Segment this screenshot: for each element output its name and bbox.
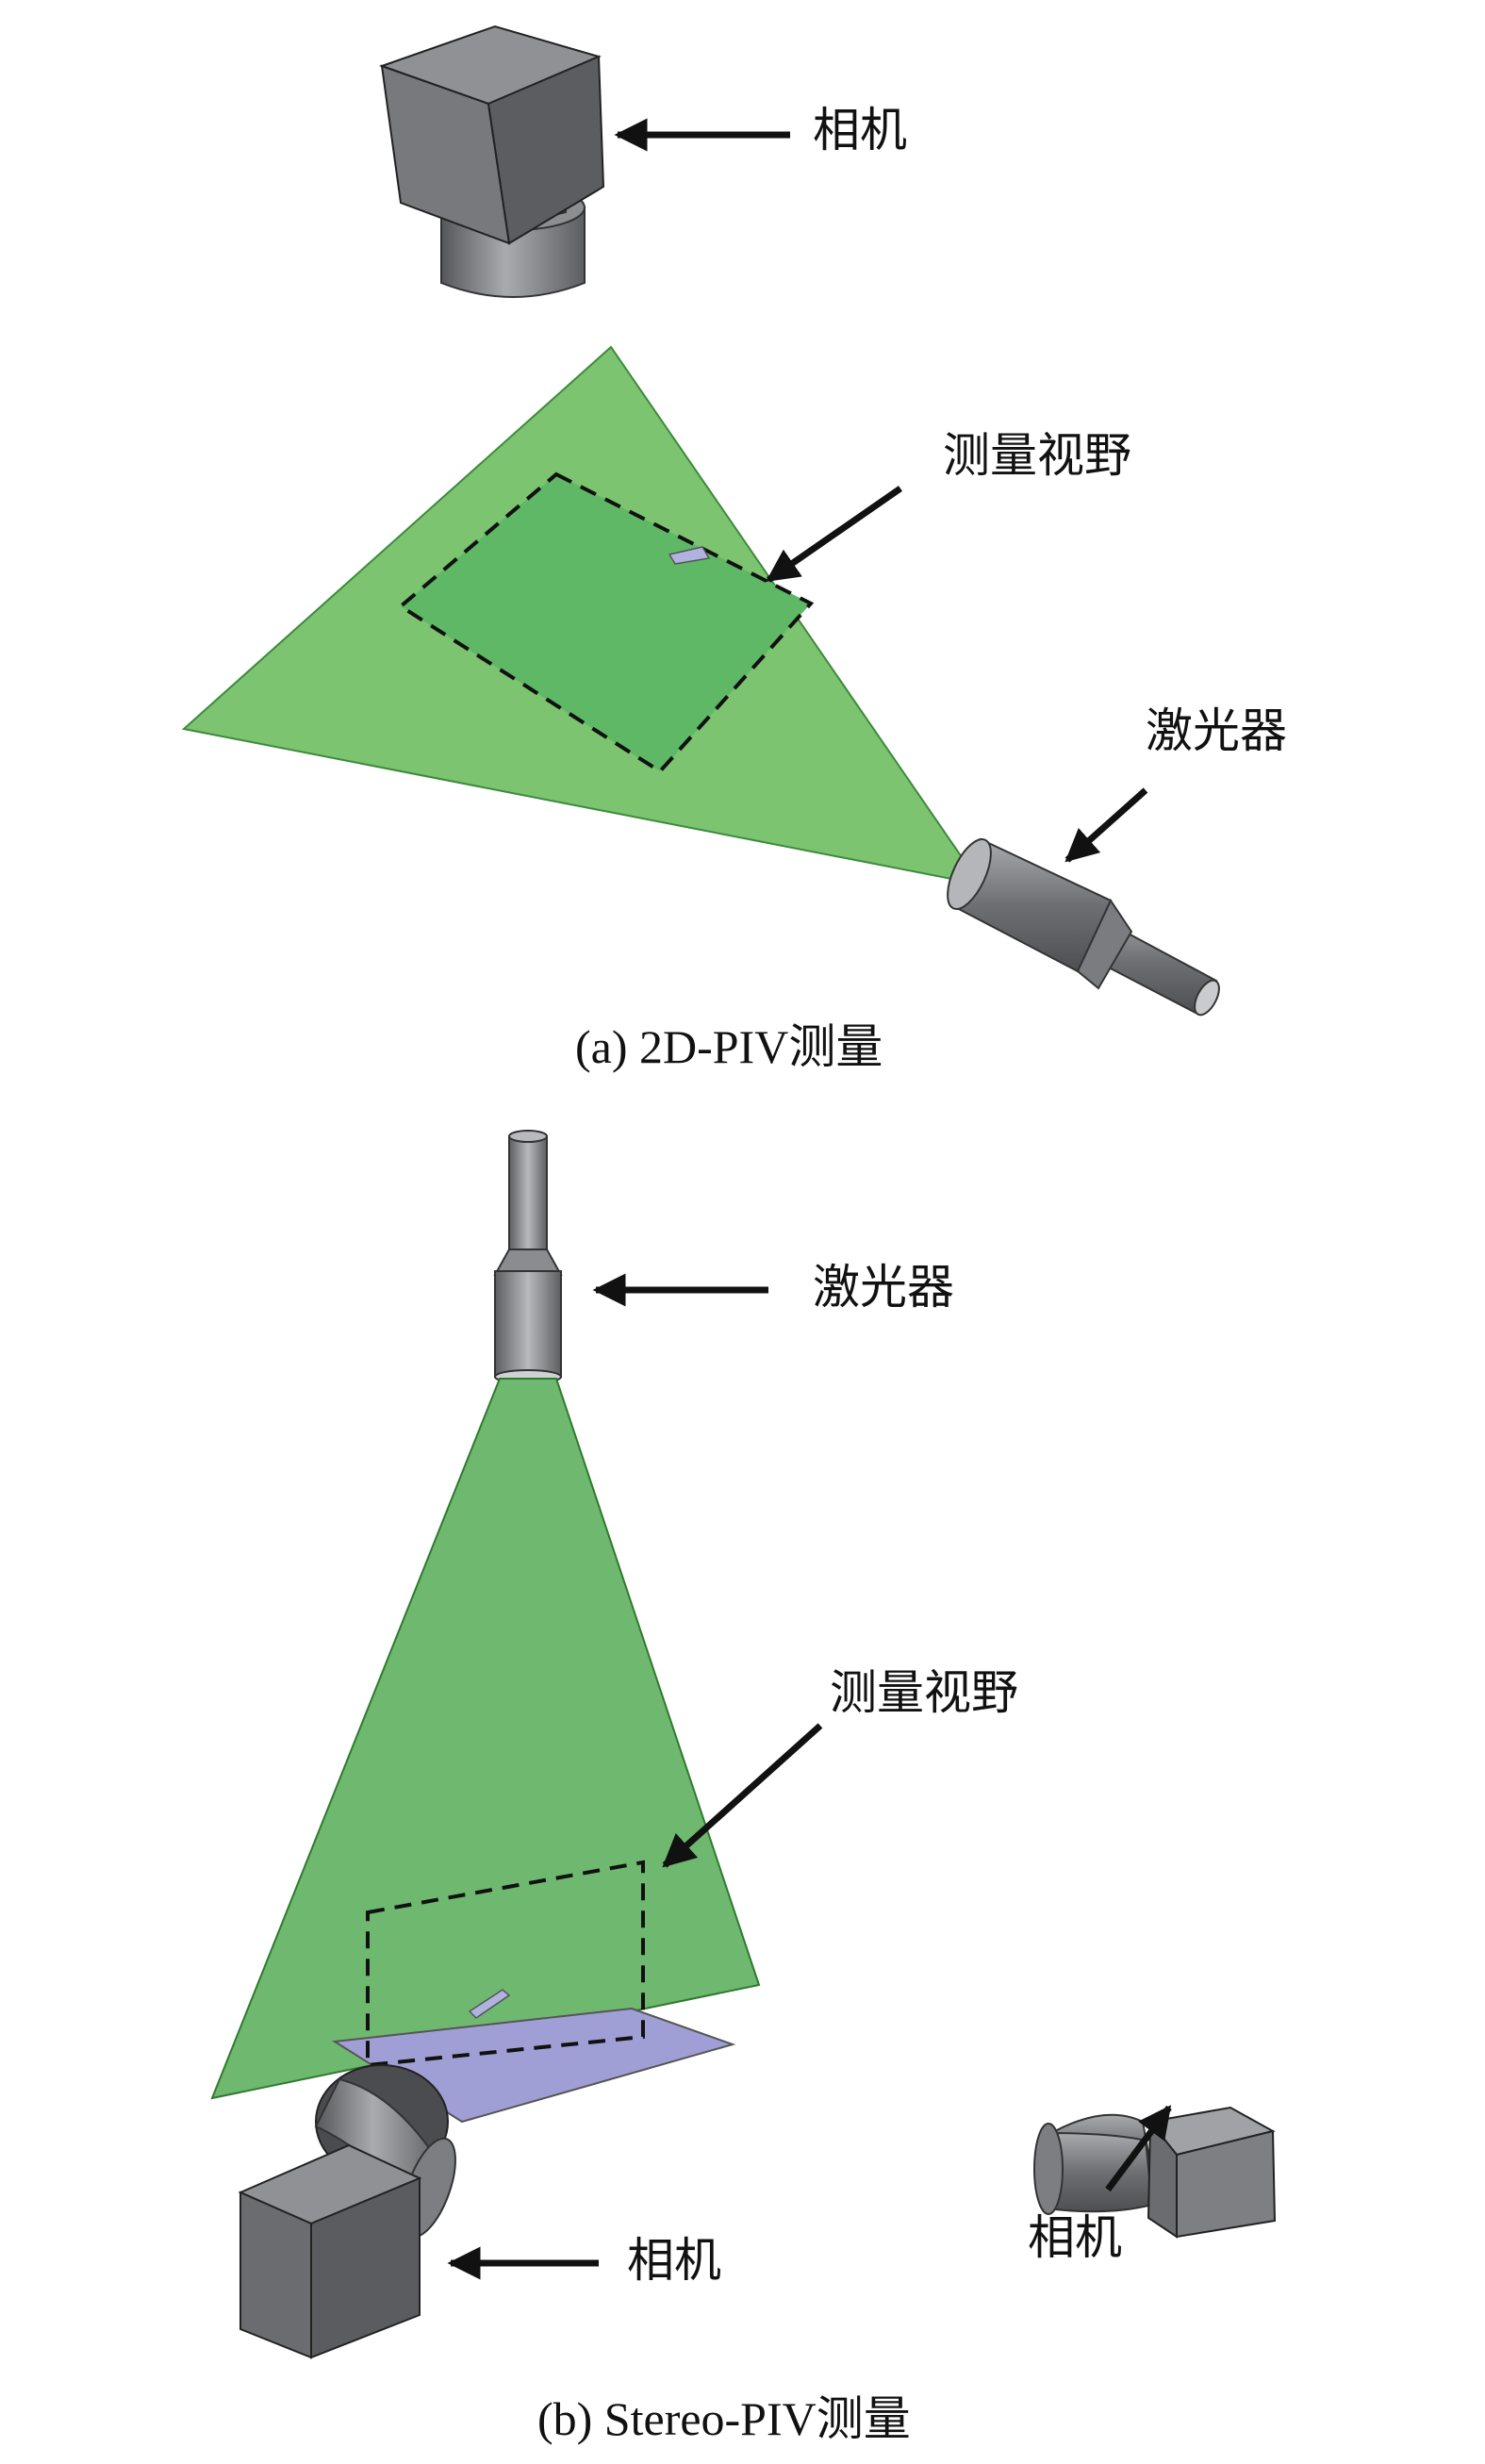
- arrow-camera-b-right: [1105, 2105, 1172, 2192]
- fov-label-b: 测量视野: [830, 1665, 1018, 1720]
- camera-label-b-right: 相机: [1028, 2210, 1122, 2265]
- arrow-laser-a: [1064, 787, 1148, 863]
- fov-b: [366, 1860, 645, 2068]
- camera-label-b-left: 相机: [627, 2233, 721, 2288]
- panel-a: [181, 25, 1220, 1017]
- caption-b: (b) Stereo-PIV测量: [537, 2392, 911, 2445]
- camera-label-a: 相机: [813, 103, 907, 157]
- camera-b-left: [238, 2064, 456, 2359]
- arrow-fov-a: [766, 486, 902, 583]
- particle-a: [668, 546, 711, 565]
- laser-a: [947, 837, 1220, 1017]
- camera-a: [378, 25, 605, 298]
- arrow-fov-b: [662, 1723, 823, 1868]
- panel-b: [210, 1130, 1277, 2359]
- fov-label-a: 测量视野: [943, 428, 1131, 483]
- caption-a: (a) 2D-PIV测量: [575, 1020, 883, 1073]
- particle-b: [468, 1989, 511, 2019]
- laser-label-b: 激光器: [813, 1260, 954, 1315]
- laser-label-a: 激光器: [1146, 703, 1287, 758]
- fov-a: [397, 471, 815, 774]
- laser-b: [493, 1130, 563, 1384]
- camera-b-right: [1033, 2106, 1277, 2239]
- laser-sheet-b: [210, 1378, 761, 2100]
